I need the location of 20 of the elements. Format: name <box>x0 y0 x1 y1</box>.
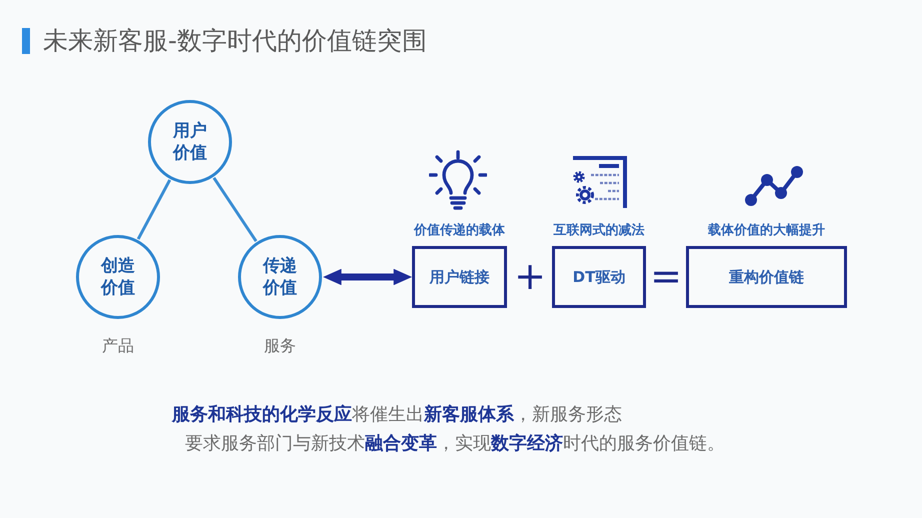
category-label: 产品 <box>102 336 134 356</box>
connector-line <box>136 179 172 240</box>
connector-line <box>212 176 258 242</box>
box-label: DT驱动 <box>572 268 626 286</box>
box-heading: 价值传递的载体 <box>414 223 505 239</box>
box-label: 重构价值链 <box>729 268 804 286</box>
equals-sign: = <box>650 257 682 295</box>
double-arrow <box>323 268 412 286</box>
category-label: 服务 <box>264 336 296 356</box>
box-heading: 互联网式的减法 <box>554 223 644 239</box>
circle-label: 用户价值 <box>172 120 208 164</box>
box-heading: 载体价值的大幅提升 <box>708 223 825 239</box>
circle-label: 创造价值 <box>100 255 136 299</box>
circle-label: 传递价值 <box>262 255 298 299</box>
box-label: 用户链接 <box>430 268 490 286</box>
plus-sign: + <box>514 257 546 295</box>
slide-title: 未来新客服-数字时代的价值链突围 <box>43 25 428 57</box>
summary-text: 要求服务部门与新技术融合变革，实现数字经济时代的服务价值链。 <box>185 432 725 456</box>
summary-text: 服务和科技的化学反应将催生出新客服体系，新服务形态 <box>172 403 622 427</box>
value-circle <box>148 100 232 184</box>
